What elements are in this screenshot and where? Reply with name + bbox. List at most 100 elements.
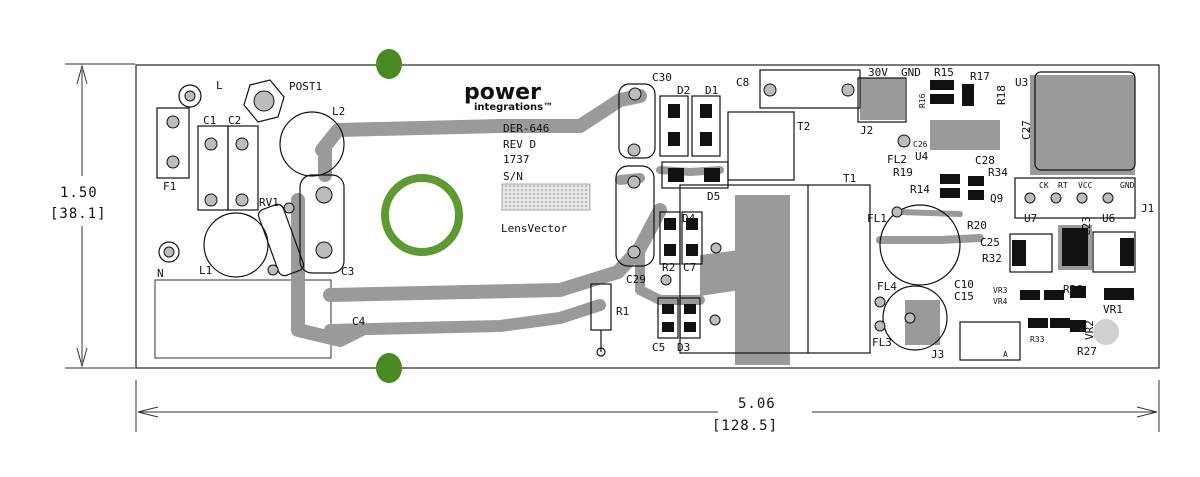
logo-word: power [464,80,541,105]
j1-header [1014,177,1136,219]
label-l2: L2 [332,105,345,118]
label-d3: D3 [677,341,690,354]
label-q9: Q9 [990,192,1003,205]
serial-number-box [501,183,591,211]
u7-outline [1009,233,1053,273]
c5-outline [657,297,679,339]
d2-outline [659,95,689,157]
smd-pads [662,80,1134,332]
th-pads [163,83,1119,345]
label-u6: U6 [1102,212,1115,225]
u3-outline [1034,71,1136,171]
keepout-area [154,279,332,359]
f1-outline [156,107,190,179]
rv1-outline [257,203,305,277]
height-inch-label: 1.50 [60,185,98,201]
label-u7: U7 [1024,212,1037,225]
l2-outline [279,111,345,177]
label-r26: R26 [1063,283,1083,296]
label-c1: C1 [203,114,216,127]
label-u4: U4 [915,150,929,163]
label-fl2: FL2 [887,153,907,166]
serial-label: S/N [503,170,523,183]
mounting-hole-bottom [376,353,402,383]
label-l1: L1 [199,264,212,277]
label-c4: C4 [352,315,366,328]
width-inch-label: 5.06 [738,396,776,412]
t1-outline [679,184,871,354]
dimension-lines [65,63,1160,432]
mounting-hole-top [376,49,402,79]
label-f1: F1 [163,180,176,193]
label-c23: C23 [1080,216,1093,236]
label-r17: R17 [970,70,990,83]
l1-outline [203,212,269,278]
c30-outline [618,83,656,159]
d4-outline [659,211,681,265]
label-n: N [157,267,164,280]
ground-label: GND [901,66,921,79]
label-j3: J3 [931,348,944,361]
label-c28: C28 [975,154,995,167]
height-mm-label: [38.1] [50,206,107,222]
pin-label-ck: CK [1039,181,1049,190]
c29-outline [615,165,655,267]
label-l: L [216,79,223,92]
label-j1: J1 [1141,202,1154,215]
label-t2: T2 [797,120,810,133]
label-c29: C29 [626,273,646,286]
label-r18: R18 [995,85,1008,105]
label-fl4: FL4 [877,280,897,293]
bottom-connector [959,321,1021,361]
label-post1: POST1 [289,80,322,93]
label-c27: C27 [1020,120,1033,140]
label-vr3: VR3 [993,286,1008,295]
label-c7: C7 [683,261,696,274]
label-c2: C2 [228,114,241,127]
partner-name: LensVector [501,222,568,235]
logo: power integrations™ [464,80,553,113]
board-outline [135,64,1160,369]
t2-outline [727,111,795,181]
label-r27: R27 [1077,345,1097,358]
label-vr2: VR2 [1083,320,1096,340]
label-r33: R33 [1030,335,1045,344]
alignment-ring [381,174,463,256]
label-rv1: RV1 [259,196,279,209]
label-vr4: VR4 [993,297,1008,306]
label-c3: C3 [341,265,354,278]
j3-outline [882,285,948,351]
c3-outline [299,174,345,274]
label-c10: C10 [954,278,974,291]
fl1-outline [879,204,961,286]
label-c5: C5 [652,341,665,354]
label-r20: R20 [967,219,987,232]
board-revision: REV D [503,138,536,151]
copper-pours [700,75,1135,365]
label-d1: D1 [705,84,718,97]
label-r32: R32 [982,252,1002,265]
c2-outline [227,125,259,211]
d3-outline [679,297,701,339]
pin-label-rt: RT [1058,181,1068,190]
label-c8: C8 [736,76,749,89]
logo-sub: integrations™ [474,102,553,113]
post1-hex [243,79,285,123]
label-d2: D2 [677,84,690,97]
label-d4: D4 [682,212,696,225]
label-r16: R16 [918,93,927,108]
voltage-label: 30V [868,66,888,79]
label-c26: C26 [913,140,928,149]
designator-labels: L POST1 L2 C1 C2 F1 RV1 L1 N C3 C4 C30 D… [157,66,1154,361]
pin-label-gnd: GND [1120,181,1135,190]
u6-outline [1092,231,1136,273]
label-c30: C30 [652,71,672,84]
d1-outline [691,95,721,157]
label-r19: R19 [893,166,913,179]
label-r2: R2 [662,261,675,274]
label-fl1: FL1 [867,212,887,225]
label-a: A [1003,350,1008,359]
label-j2: J2 [860,124,873,137]
